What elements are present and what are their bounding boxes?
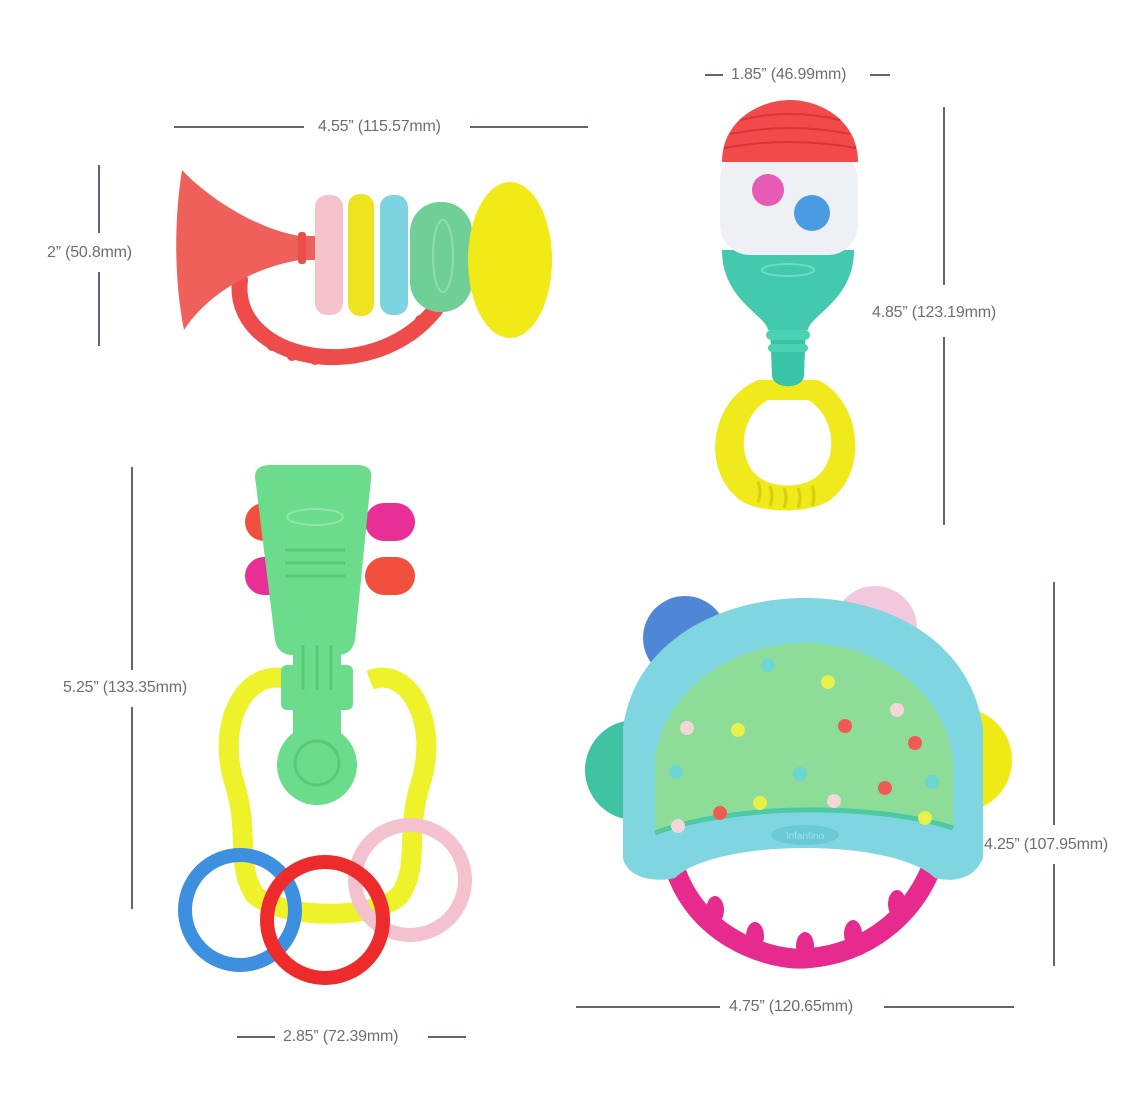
dimension-line-right — [470, 126, 588, 128]
tambourine-toy-image: Infantino — [585, 586, 1012, 969]
dimension-line-right — [884, 1006, 1014, 1008]
dimension-line-bottom — [131, 707, 133, 909]
dimension-line-bottom — [943, 337, 945, 525]
brand-logo: Infantino — [786, 831, 825, 842]
dimension-line-left — [576, 1006, 720, 1008]
maraca-height-label: 4.85” (123.19mm) — [872, 304, 996, 321]
guitar-toy-image — [178, 465, 472, 985]
dimension-line-right — [870, 74, 890, 76]
dimension-line-bottom — [98, 272, 100, 346]
dimension-line-top — [943, 107, 945, 285]
tambourine-height-label: 4.25” (107.95mm) — [984, 836, 1108, 853]
trumpet-toy-image — [176, 170, 552, 366]
trumpet-height-label: 2” (50.8mm) — [47, 244, 132, 261]
dimension-line-bottom — [1053, 864, 1055, 966]
tambourine-width-label: 4.75” (120.65mm) — [729, 998, 853, 1015]
guitar-width-label: 2.85” (72.39mm) — [283, 1028, 399, 1045]
dimension-line-left — [174, 126, 304, 128]
dimension-line-left — [705, 74, 723, 76]
dimension-line-right — [428, 1036, 466, 1038]
dimension-line-left — [237, 1036, 275, 1038]
dimension-line-top — [1053, 582, 1055, 825]
trumpet-width-label: 4.55” (115.57mm) — [318, 118, 441, 135]
maraca-width-label: 1.85” (46.99mm) — [731, 66, 847, 83]
maraca-toy-image — [715, 100, 858, 511]
guitar-height-label: 5.25” (133.35mm) — [63, 679, 187, 696]
dimension-line-top — [98, 165, 100, 233]
dimension-line-top — [131, 467, 133, 670]
